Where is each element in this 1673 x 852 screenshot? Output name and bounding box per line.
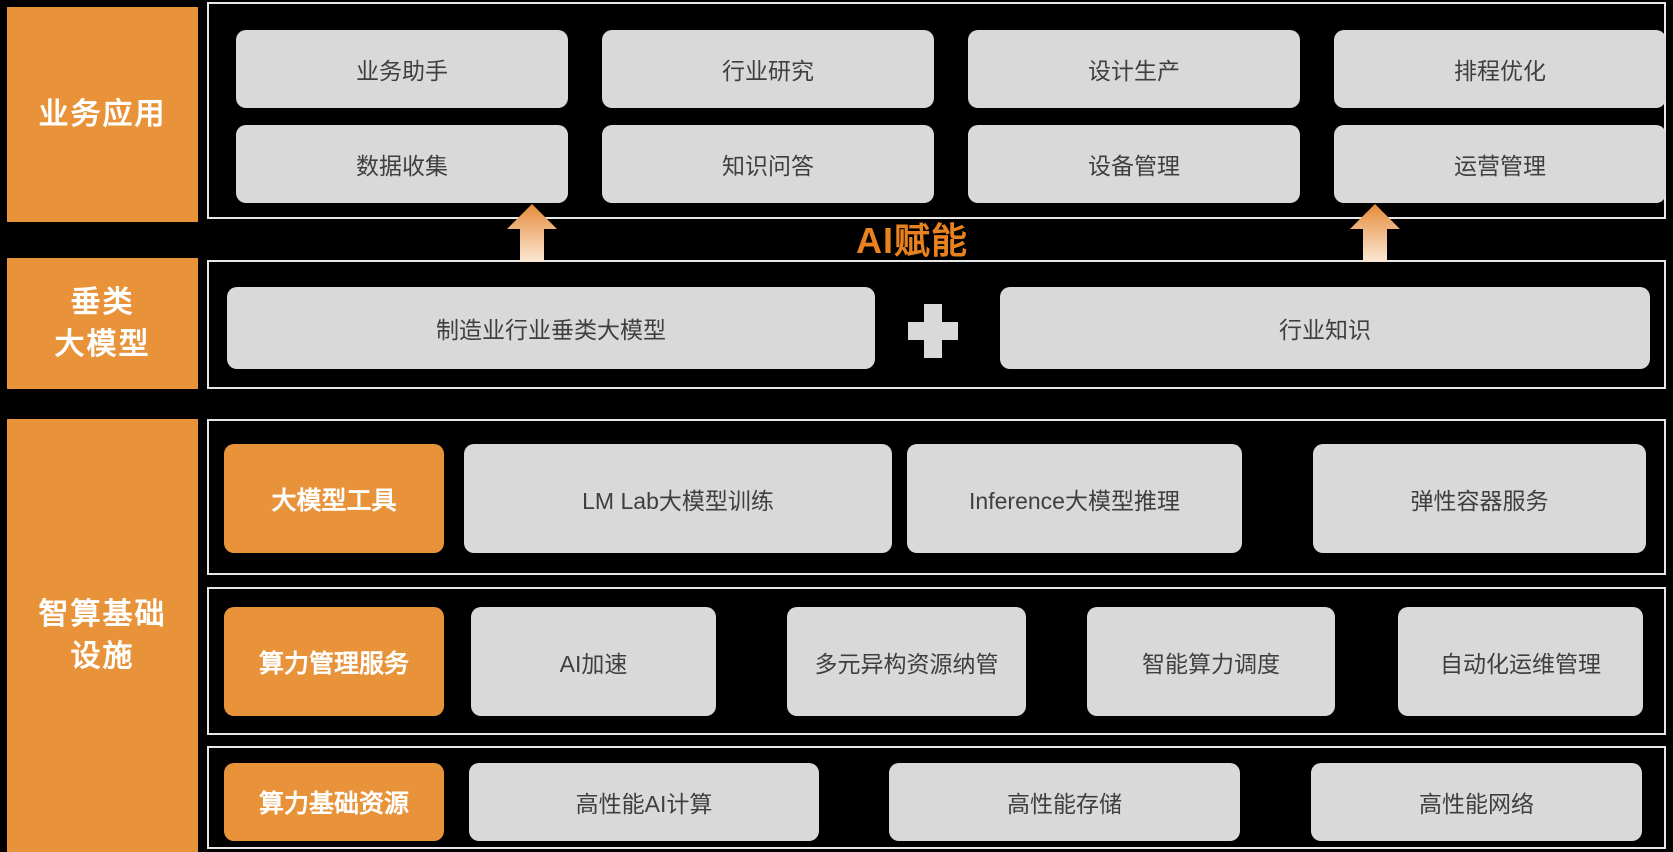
ai-empower-label: AI赋能 [856,220,969,261]
plus-icon [908,304,958,358]
box-scheduling-optimization: 排程优化 [1334,30,1666,108]
panel-infra-compute-mgmt: 算力管理服务 AI加速 多元异构资源纳管 智能算力调度 自动化运维管理 [207,587,1666,735]
box-automated-ops: 自动化运维管理 [1398,607,1643,716]
box-data-collection: 数据收集 [236,125,568,203]
box-industry-research: 行业研究 [602,30,934,108]
plus-icon-vertical-bar [924,304,942,358]
panel-infra-base-resources: 算力基础资源 高性能AI计算 高性能存储 高性能网络 [207,746,1666,849]
side-label-business-apps: 业务应用 [7,7,198,222]
panel-vertical-model: 制造业行业垂类大模型 行业知识 [207,260,1666,389]
box-lm-lab-training: LM Lab大模型训练 [464,444,892,553]
box-industry-knowledge: 行业知识 [1000,287,1650,369]
box-large-model-tools: 大模型工具 [224,444,444,553]
box-heterogeneous-resource-mgmt: 多元异构资源纳管 [787,607,1026,716]
box-knowledge-qa: 知识问答 [602,125,934,203]
side-label-vertical-model-line1: 垂类 [70,285,135,319]
up-arrow-icon-right [1350,204,1400,262]
side-label-infra-line1: 智算基础 [38,597,167,631]
box-manufacturing-vertical-model: 制造业行业垂类大模型 [227,287,875,369]
side-label-vertical-model-line2: 大模型 [54,327,151,361]
up-arrow-icon-left [507,204,557,262]
side-label-infra: 智算基础 设施 [7,419,198,852]
box-inference: Inference大模型推理 [907,444,1242,553]
box-operations-management: 运营管理 [1334,125,1666,203]
box-ai-acceleration: AI加速 [471,607,716,716]
side-label-infra-line2: 设施 [70,639,135,673]
box-compute-mgmt-service: 算力管理服务 [224,607,444,716]
panel-business-apps: 业务助手 行业研究 设计生产 排程优化 数据收集 知识问答 设备管理 运营管理 [207,2,1666,219]
box-business-assistant: 业务助手 [236,30,568,108]
box-hp-network: 高性能网络 [1311,763,1642,841]
box-hp-storage: 高性能存储 [889,763,1240,841]
panel-infra-model-tools: 大模型工具 LM Lab大模型训练 Inference大模型推理 弹性容器服务 [207,419,1666,575]
side-label-business-apps-text: 业务应用 [38,97,167,131]
box-compute-base-resource: 算力基础资源 [224,763,444,841]
box-equipment-management: 设备管理 [968,125,1300,203]
box-intelligent-scheduling: 智能算力调度 [1087,607,1335,716]
side-label-vertical-model: 垂类 大模型 [7,258,198,389]
box-hpc-ai-computing: 高性能AI计算 [469,763,819,841]
box-elastic-container: 弹性容器服务 [1313,444,1646,553]
box-design-production: 设计生产 [968,30,1300,108]
